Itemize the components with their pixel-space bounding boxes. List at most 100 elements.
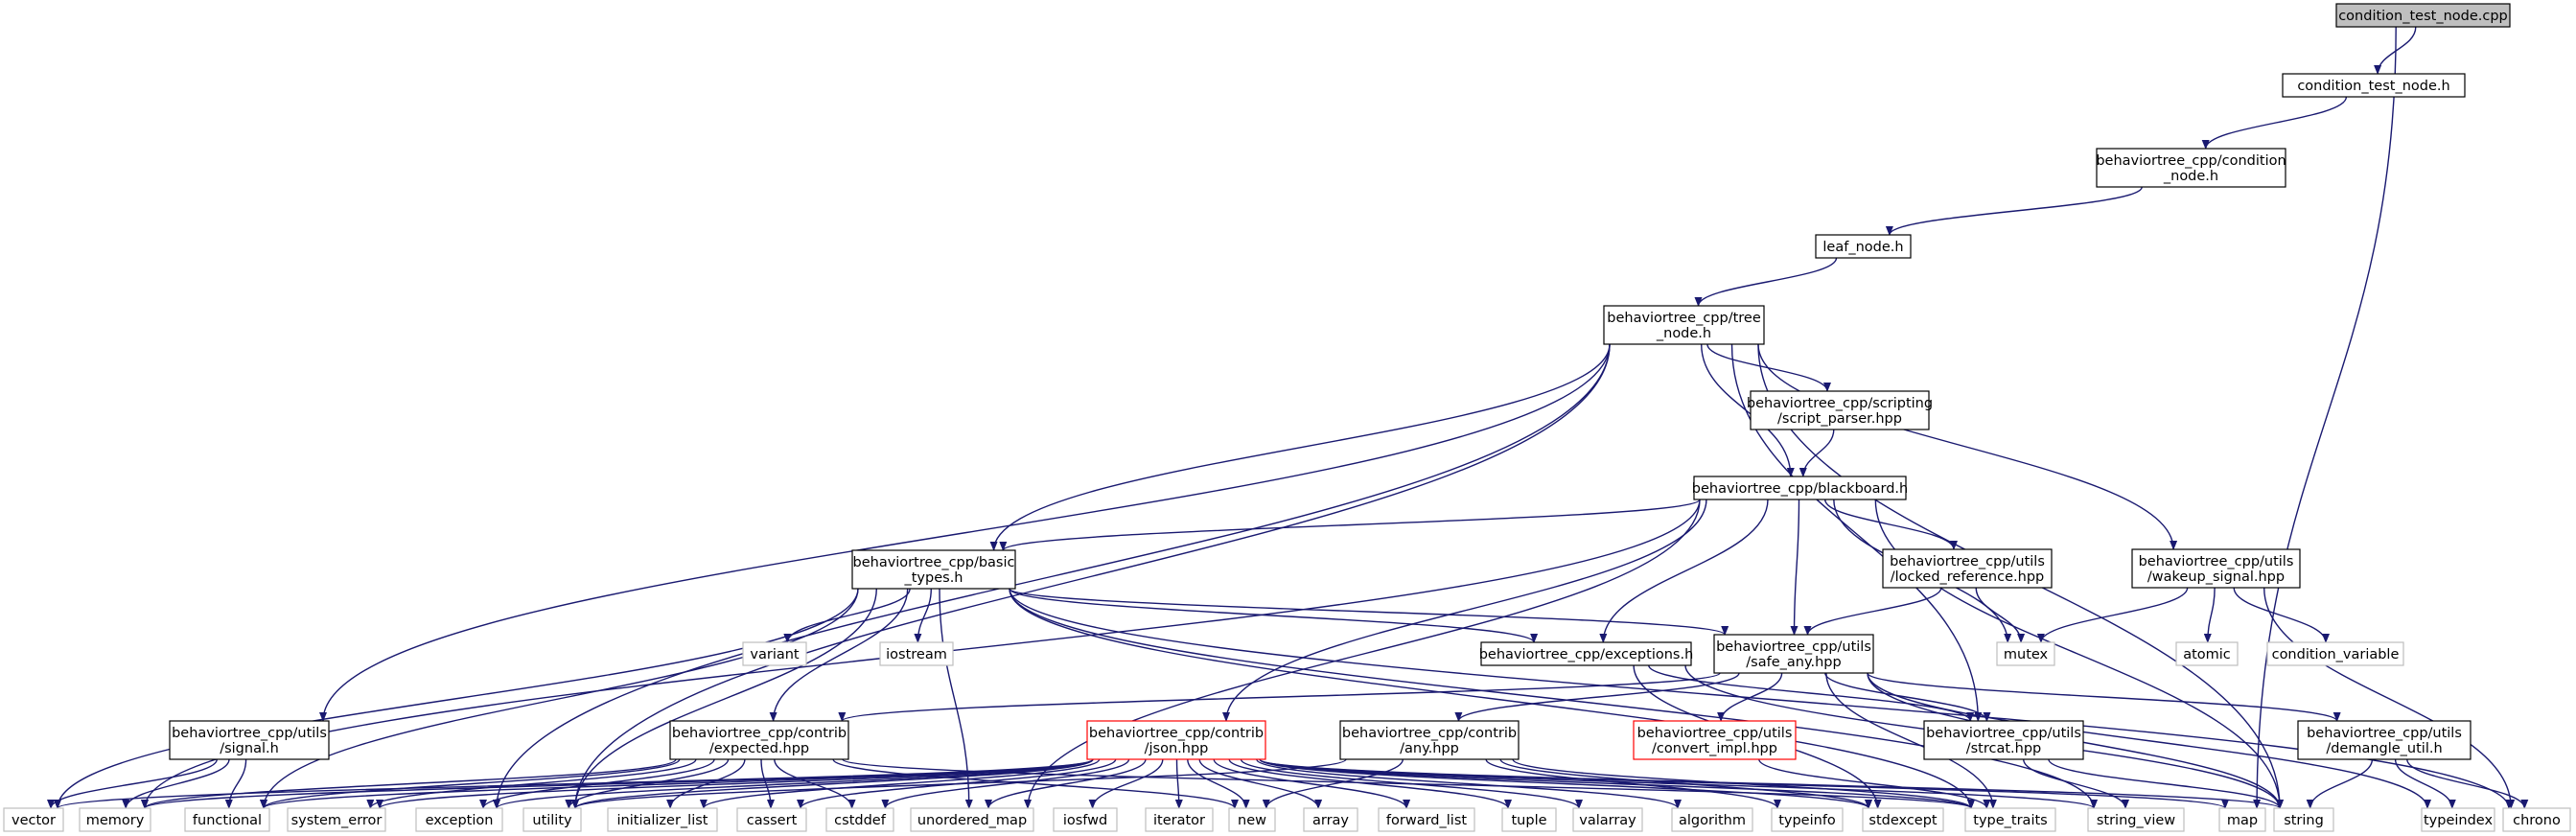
edge-json_hpp-to-new — [1187, 758, 1250, 809]
node-label: chrono — [2513, 813, 2561, 828]
node-script-parser-hpp[interactable]: behaviortree_cpp/scripting/script_parser… — [1747, 390, 1933, 430]
node-label: behaviortree_cpp/utils — [2139, 554, 2294, 569]
edge-signal_h-to-functional — [224, 758, 247, 809]
node-box — [2096, 148, 2286, 188]
node-label: behaviortree_cpp/utils — [1716, 639, 1871, 655]
node-any-hpp[interactable]: behaviortree_cpp/contrib/any.hpp — [1339, 720, 1520, 760]
edge-json_hpp-to-exception — [493, 758, 1094, 809]
node-label: behaviortree_cpp/exceptions.h — [1479, 647, 1694, 662]
node-box — [2502, 807, 2571, 832]
node-box — [1603, 305, 1765, 345]
edge-blackboard_h-to-basic_types_h — [999, 499, 1701, 551]
edge-blackboard_h-to-safe_any_hpp — [1790, 499, 1800, 636]
node-box — [415, 807, 503, 832]
edge-basic_types_h-to-chrono — [1009, 588, 2513, 809]
edge-demangle_util_h-to-string — [2306, 758, 2374, 809]
edge-wakeup_signal_hpp-to-mutex — [2036, 587, 2189, 643]
node-chrono: chrono — [2502, 807, 2571, 832]
edge-basic_types_h-to-expected_hpp — [769, 588, 909, 722]
node-label: behaviortree_cpp/contrib — [1089, 726, 1264, 741]
node-label: /locked_reference.hpp — [1891, 569, 2044, 585]
node-leaf-node-h[interactable]: leaf_node.h — [1815, 234, 1912, 259]
edge-safe_any_hpp-to-convert_impl_hpp — [1717, 672, 1783, 722]
node-box — [1480, 641, 1692, 666]
node-iostream: iostream — [879, 641, 954, 666]
node-label: forward_list — [1386, 813, 1467, 828]
node-condition-node-h[interactable]: behaviortree_cpp/condition_node.h — [2096, 148, 2286, 188]
node-label: utility — [532, 813, 572, 828]
edge-safe_any_hpp-to-demangle_util_h — [1867, 672, 2341, 722]
node-blackboard-h[interactable]: behaviortree_cpp/blackboard.h — [1692, 476, 1909, 500]
node-signal-h[interactable]: behaviortree_cpp/utils/signal.h — [169, 720, 330, 760]
node-demangle-util-h[interactable]: behaviortree_cpp/utils/demangle_util.h — [2297, 720, 2472, 760]
node-box — [1671, 807, 1753, 832]
node-label: /wakeup_signal.hpp — [2147, 569, 2285, 585]
node-initializer-list: initializer_list — [607, 807, 718, 832]
node-new: new — [1228, 807, 1276, 832]
node-root[interactable]: condition_test_node.cpp — [2335, 3, 2511, 28]
node-box — [879, 641, 954, 666]
edge-convert_impl_hpp-to-type_traits — [1758, 758, 1991, 809]
node-label: iosfwd — [1063, 813, 1107, 828]
edge-safe_any_hpp-to-type_traits — [1825, 672, 1997, 809]
edge-json_hpp-to-array — [1198, 758, 1323, 809]
node-label: exception — [426, 813, 494, 828]
edge-tree_node_h-to-strcat_hpp — [1730, 343, 1983, 722]
edge-demangle_util_h-to-chrono — [2406, 758, 2529, 809]
node-label: mutex — [2004, 647, 2049, 662]
node-box — [2282, 73, 2466, 98]
node-box — [2131, 548, 2301, 589]
edge-locked_reference_hpp-to-mutex — [1975, 587, 2026, 643]
node-exceptions-h[interactable]: behaviortree_cpp/exceptions.h — [1479, 641, 1694, 666]
node-box — [825, 807, 894, 832]
edge-root-to-condition_test_node_h — [2374, 26, 2417, 75]
node-label: string — [2284, 813, 2324, 828]
node-label: _node.h — [1656, 326, 1711, 341]
node-convert-impl-hpp[interactable]: behaviortree_cpp/utils/convert_impl.hpp — [1633, 720, 1797, 760]
node-box — [607, 807, 718, 832]
node-label: type_traits — [1973, 813, 2047, 828]
edge-tree_node_h-to-signal_h — [319, 343, 1611, 722]
node-box — [1882, 548, 2053, 589]
edge-any_hpp-to-typeinfo — [1485, 758, 1781, 809]
node-wakeup-signal-hpp[interactable]: behaviortree_cpp/utils/wakeup_signal.hpp — [2131, 548, 2301, 589]
node-basic-types-h[interactable]: behaviortree_cpp/basic_types.h — [851, 549, 1016, 590]
node-tuple: tuple — [1501, 807, 1557, 832]
node-safe-any-hpp[interactable]: behaviortree_cpp/utils/safe_any.hpp — [1713, 634, 1874, 674]
node-box — [2335, 3, 2511, 28]
node-string-view: string_view — [2087, 807, 2185, 832]
node-box — [736, 807, 807, 832]
node-tree-node-h[interactable]: behaviortree_cpp/tree_node.h — [1603, 305, 1765, 345]
node-label: iostream — [886, 647, 947, 662]
node-box — [1815, 234, 1912, 259]
node-condition-test-node-h[interactable]: condition_test_node.h — [2282, 73, 2466, 98]
edge-demangle_util_h-to-typeindex — [2394, 758, 2456, 809]
edge-tree_node_h-to-utility — [571, 343, 1611, 809]
node-vector: vector — [3, 807, 64, 832]
edge-wakeup_signal_hpp-to-chrono — [2263, 587, 2516, 809]
node-locked-reference-hpp[interactable]: behaviortree_cpp/utils/locked_reference.… — [1882, 548, 2053, 589]
edge-tree_node_h-to-exception — [493, 343, 1611, 809]
node-box — [1572, 807, 1643, 832]
node-expected-hpp[interactable]: behaviortree_cpp/contrib/expected.hpp — [669, 720, 849, 760]
edges-layer — [47, 26, 2529, 809]
node-box — [1862, 807, 1944, 832]
node-condition-variable: condition_variable — [2266, 641, 2404, 666]
node-strcat-hpp[interactable]: behaviortree_cpp/utils/strcat.hpp — [1923, 720, 2084, 760]
node-utility: utility — [522, 807, 582, 832]
node-label: behaviortree_cpp/basic — [853, 555, 1015, 570]
edge-strcat_hpp-to-string_view — [2023, 758, 2129, 809]
node-json-hpp[interactable]: behaviortree_cpp/contrib/json.hpp — [1086, 720, 1266, 760]
node-box — [1633, 720, 1797, 760]
edge-locked_reference_hpp-to-safe_any_hpp — [1803, 587, 1942, 636]
node-box — [184, 807, 270, 832]
node-box — [851, 549, 1016, 590]
node-box — [1996, 641, 2055, 666]
node-label: behaviortree_cpp/condition — [2096, 153, 2286, 169]
node-exception: exception — [415, 807, 503, 832]
node-map: map — [2218, 807, 2266, 832]
edge-expected_hpp-to-memory — [141, 758, 677, 809]
node-box — [1750, 390, 1930, 430]
node-label: behaviortree_cpp/utils — [1890, 554, 2045, 569]
edge-blackboard_h-to-exceptions_h — [1599, 499, 1769, 643]
